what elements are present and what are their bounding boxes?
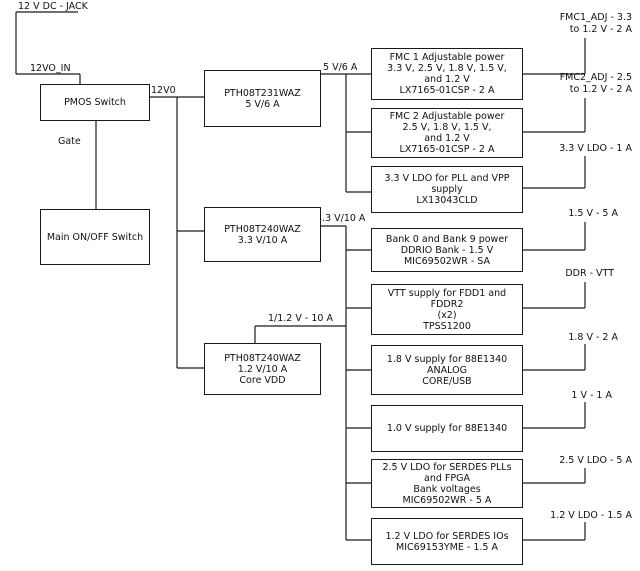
bus-3v3-label: 3.3 V/10 A xyxy=(316,213,366,224)
rail-1v2-label: 1.2 V LDO - 1.5 A xyxy=(550,510,632,521)
box-text: VTT supply for FDD1 and xyxy=(387,287,507,299)
box-text: 3.3 V, 2.5 V, 1.8 V, 1.5 V, xyxy=(387,63,507,74)
box-text: Main ON/OFF Switch xyxy=(46,231,144,243)
box-text: 2.5 V LDO for SERDES PLLs xyxy=(382,461,512,473)
box-text: PTH08T240WAZ xyxy=(224,352,301,364)
v12-bus-label: 12V0 xyxy=(151,85,176,96)
box-text: FMC 2 Adjustable power xyxy=(389,111,505,122)
box-text: FDDR2 xyxy=(430,298,464,310)
fmc1-adj-label-line1: FMC1_ADJ - 3.3 xyxy=(559,12,632,23)
box-text: LX7165-01CSP - 2 A xyxy=(399,144,495,155)
box-text: PMOS Switch xyxy=(64,97,126,108)
box-text: 1.2 V LDO for SERDES IOs xyxy=(385,530,509,542)
rail-1v5-label: 1.5 V - 5 A xyxy=(568,208,618,219)
box-text: and 1.2 V xyxy=(424,74,470,85)
box-text: and 1.2 V xyxy=(424,133,470,144)
rail-2v5-label: 2.5 V LDO - 5 A xyxy=(559,455,632,466)
supply-1v0-block: 1.0 V supply for 88E1340 xyxy=(371,405,523,452)
box-text: 1.2 V/10 A xyxy=(237,363,288,375)
box-text: MIC69153YME - 1.5 A xyxy=(396,541,498,553)
box-text: PTH08T240WAZ xyxy=(224,223,301,235)
box-text: PTH08T231WAZ xyxy=(224,87,301,99)
fmc2-adj-label-line2: to 1.2 V - 2 A xyxy=(569,84,632,95)
supply-1v8-block: 1.8 V supply for 88E1340 ANALOG CORE/USB xyxy=(371,345,523,395)
rail-1v0-label: 1 V - 1 A xyxy=(571,390,612,401)
box-text: Bank 0 and Bank 9 power xyxy=(385,233,509,245)
fmc2-adj-label-line1: FMC2_ADJ - 2.5 xyxy=(559,72,632,83)
pth08t231waz-5v-regulator: PTH08T231WAZ 5 V/6 A xyxy=(204,70,321,127)
gate-label: Gate xyxy=(58,136,81,147)
main-on-off-switch-block: Main ON/OFF Switch xyxy=(40,209,150,265)
fmc1-adj-label-line2: to 1.2 V - 2 A xyxy=(569,24,632,35)
box-text: (x2) xyxy=(437,309,457,321)
box-text: 3.3 V LDO for PLL and VPP xyxy=(384,173,510,184)
bus-5v-label: 5 V/6 A xyxy=(323,62,358,73)
box-text: 5 V/6 A xyxy=(245,98,280,110)
box-text: supply xyxy=(431,184,463,195)
box-text: DDRIO Bank - 1.5 V xyxy=(400,244,494,256)
box-text: MIC69502WR - SA xyxy=(403,255,491,267)
vo-in-label: 12VO_IN xyxy=(30,63,71,74)
pth08t240waz-3v3-regulator: PTH08T240WAZ 3.3 V/10 A xyxy=(204,207,321,262)
box-text: 2.5 V, 1.8 V, 1.5 V, xyxy=(402,122,492,133)
box-text: LX7165-01CSP - 2 A xyxy=(399,85,495,96)
box-text: Core VDD xyxy=(239,374,286,386)
pmos-switch-block: PMOS Switch xyxy=(40,84,150,121)
box-text: LX13043CLD xyxy=(416,195,478,206)
rail-1v2-core-label: 1/1.2 V - 10 A xyxy=(268,313,333,324)
box-text: TPSS1200 xyxy=(423,320,471,332)
pth08t240waz-core-regulator: PTH08T240WAZ 1.2 V/10 A Core VDD xyxy=(204,343,321,395)
vtt-supply-block: VTT supply for FDD1 and FDDR2 (x2) TPSS1… xyxy=(371,284,523,335)
box-text: ANALOG xyxy=(427,364,467,376)
box-text: MIC69502WR - 5 A xyxy=(402,494,492,506)
fmc2-adjustable-power-block: FMC 2 Adjustable power 2.5 V, 1.8 V, 1.5… xyxy=(371,108,523,158)
ldo-1v2-serdes-io-block: 1.2 V LDO for SERDES IOs MIC69153YME - 1… xyxy=(371,518,523,565)
box-text: 3.3 V/10 A xyxy=(237,234,288,246)
ldo-3v3-label: 3.3 V LDO - 1 A xyxy=(559,143,632,154)
bank-power-block: Bank 0 and Bank 9 power DDRIO Bank - 1.5… xyxy=(371,228,523,272)
box-text: FMC 1 Adjustable power xyxy=(389,52,505,63)
rail-1v8-label: 1.8 V - 2 A xyxy=(568,332,618,343)
box-text: 1.0 V supply for 88E1340 xyxy=(386,423,508,434)
box-text: CORE/USB xyxy=(422,375,472,387)
rail-ddr-vtt-label: DDR - VTT xyxy=(565,268,614,279)
box-text: 1.8 V supply for 88E1340 xyxy=(386,353,508,365)
ldo-3v3-pll-vpp-block: 3.3 V LDO for PLL and VPP supply LX13043… xyxy=(371,166,523,213)
input-jack-label: 12 V DC - JACK xyxy=(18,1,88,12)
ldo-2v5-serdes-block: 2.5 V LDO for SERDES PLLs and FPGA Bank … xyxy=(371,459,523,508)
fmc1-adjustable-power-block: FMC 1 Adjustable power 3.3 V, 2.5 V, 1.8… xyxy=(371,48,523,100)
box-text: and FPGA xyxy=(424,472,470,484)
box-text: Bank voltages xyxy=(413,483,481,495)
